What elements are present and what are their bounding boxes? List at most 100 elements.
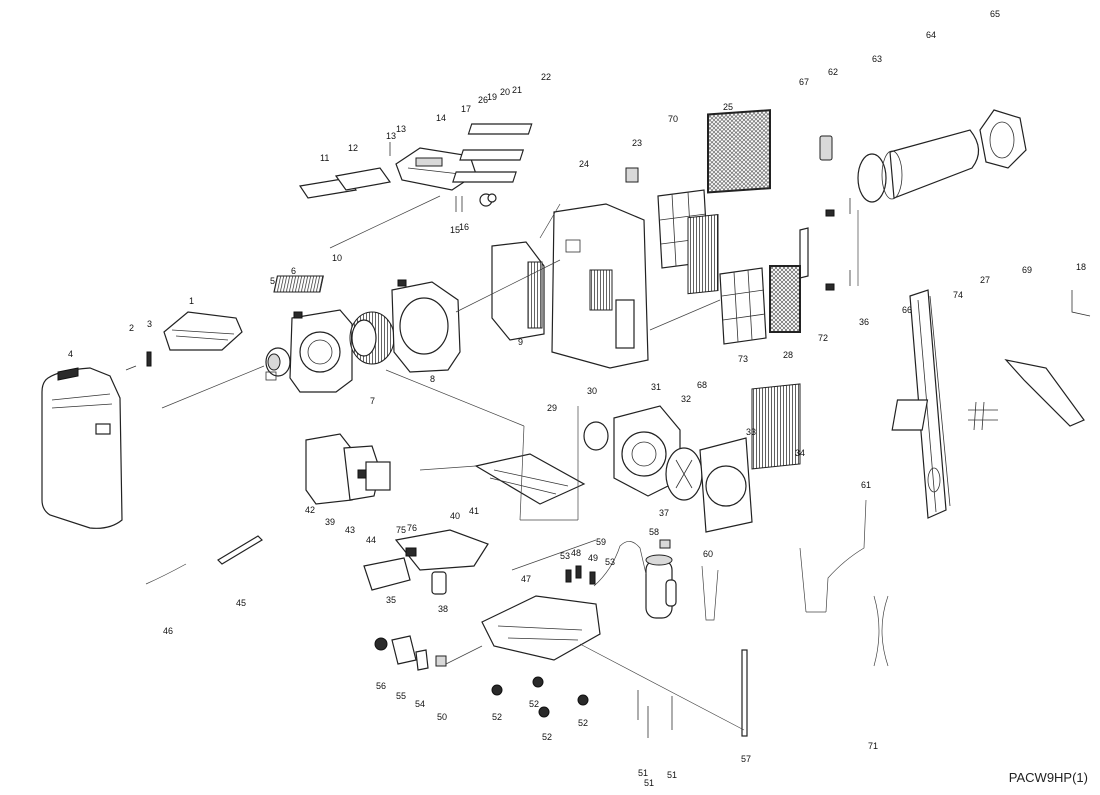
label-2: 2 — [129, 323, 134, 333]
label-15: 15 — [450, 225, 460, 235]
label-72: 72 — [818, 333, 828, 343]
condenser-coil-part — [751, 383, 801, 470]
label-51b: 51 — [644, 778, 654, 788]
clip-part-72b — [825, 283, 835, 291]
label-24: 24 — [579, 159, 589, 169]
label-60: 60 — [703, 549, 713, 559]
label-52a: 52 — [492, 712, 502, 722]
label-11: 11 — [320, 153, 329, 163]
strip-part-12 — [334, 167, 392, 191]
drain-pipe-part-57 — [741, 649, 748, 737]
label-10: 10 — [332, 253, 342, 263]
cable-part-2 — [125, 365, 137, 371]
louver-part-20 — [452, 171, 517, 183]
plug-part-50 — [435, 655, 447, 667]
knob-part-19 — [487, 193, 497, 203]
box-part-23 — [625, 167, 639, 183]
label-14: 14 — [436, 113, 446, 123]
label-61: 61 — [861, 480, 871, 490]
condenser-frame-part — [699, 437, 753, 533]
label-65: 65 — [990, 9, 1000, 19]
label-6: 6 — [291, 266, 296, 276]
pipe-part-60 — [701, 565, 719, 621]
label-38: 38 — [438, 604, 448, 614]
grille-part-27 — [891, 399, 929, 431]
label-36: 36 — [859, 317, 869, 327]
rear-cabinet-part — [551, 203, 649, 369]
label-13a: 13 — [386, 131, 396, 141]
label-37: 37 — [659, 508, 669, 518]
filter-frame-part-73 — [719, 267, 767, 345]
louver-part-21 — [459, 149, 525, 161]
label-54: 54 — [415, 699, 425, 709]
evaporator-part — [491, 241, 545, 341]
label-34: 34 — [795, 448, 805, 458]
label-42: 42 — [305, 505, 315, 515]
base-pan-part — [481, 595, 601, 661]
clip-part-3 — [146, 351, 152, 367]
panel-part-69 — [1004, 359, 1085, 427]
label-51c: 51 — [667, 770, 677, 780]
label-53b: 53 — [605, 557, 615, 567]
label-47: 47 — [521, 574, 531, 584]
label-51a: 51 — [638, 768, 648, 778]
label-25: 25 — [723, 102, 733, 112]
label-21: 21 — [512, 85, 522, 95]
label-22: 22 — [541, 72, 551, 82]
pipe-part-59 — [593, 541, 647, 587]
label-8: 8 — [430, 374, 435, 384]
condenser-housing-part — [613, 405, 681, 497]
label-44: 44 — [366, 535, 376, 545]
electrical-assembly-part — [363, 529, 489, 595]
ring-part-56 — [374, 637, 388, 651]
label-55: 55 — [396, 691, 406, 701]
label-73: 73 — [738, 354, 748, 364]
part-48 — [575, 565, 582, 579]
label-52b: 52 — [529, 699, 539, 709]
label-40: 40 — [450, 511, 460, 521]
label-46: 46 — [163, 626, 173, 636]
label-63: 63 — [872, 54, 882, 64]
caster-part-52a — [491, 684, 503, 696]
label-49: 49 — [588, 553, 598, 563]
valve-part-54 — [415, 649, 429, 671]
label-5: 5 — [270, 276, 275, 286]
label-3: 3 — [147, 319, 152, 329]
label-23: 23 — [632, 138, 642, 148]
volute-part — [391, 279, 461, 373]
label-62: 62 — [828, 67, 838, 77]
label-19: 19 — [487, 92, 497, 102]
model-caption: PACW9HP(1) — [1008, 770, 1088, 785]
bracket-part-18 — [1071, 290, 1091, 317]
label-45: 45 — [236, 598, 246, 608]
mesh-filter-part-28 — [769, 265, 801, 333]
label-52d: 52 — [578, 718, 588, 728]
label-33: 33 — [746, 427, 756, 437]
condenser-fan-part — [665, 447, 703, 501]
mesh-filter-part-25 — [707, 109, 771, 194]
fan-housing-part — [289, 309, 353, 393]
label-31: 31 — [651, 382, 661, 392]
label-4: 4 — [68, 349, 73, 359]
caster-part-52b — [532, 676, 544, 688]
label-68: 68 — [697, 380, 707, 390]
leader-lines — [161, 195, 859, 731]
label-41: 41 — [469, 506, 479, 516]
label-18: 18 — [1076, 262, 1086, 272]
grille-part-10 — [273, 275, 324, 293]
label-7: 7 — [370, 396, 375, 406]
label-20: 20 — [500, 87, 510, 97]
label-75: 75 — [396, 525, 406, 535]
label-35: 35 — [386, 595, 396, 605]
label-52c: 52 — [542, 732, 552, 742]
blower-wheel-part — [349, 311, 395, 365]
label-71: 71 — [868, 741, 878, 751]
compressor-part — [645, 539, 677, 619]
label-16: 16 — [459, 222, 469, 232]
label-17: 17 — [461, 104, 471, 114]
part-labels: 1 2 3 4 5 6 7 8 9 10 11 12 13 13 14 15 1… — [68, 9, 1086, 788]
label-13b: 13 — [396, 124, 406, 134]
caster-part-52d — [577, 694, 589, 706]
louver-part-22 — [467, 123, 533, 135]
